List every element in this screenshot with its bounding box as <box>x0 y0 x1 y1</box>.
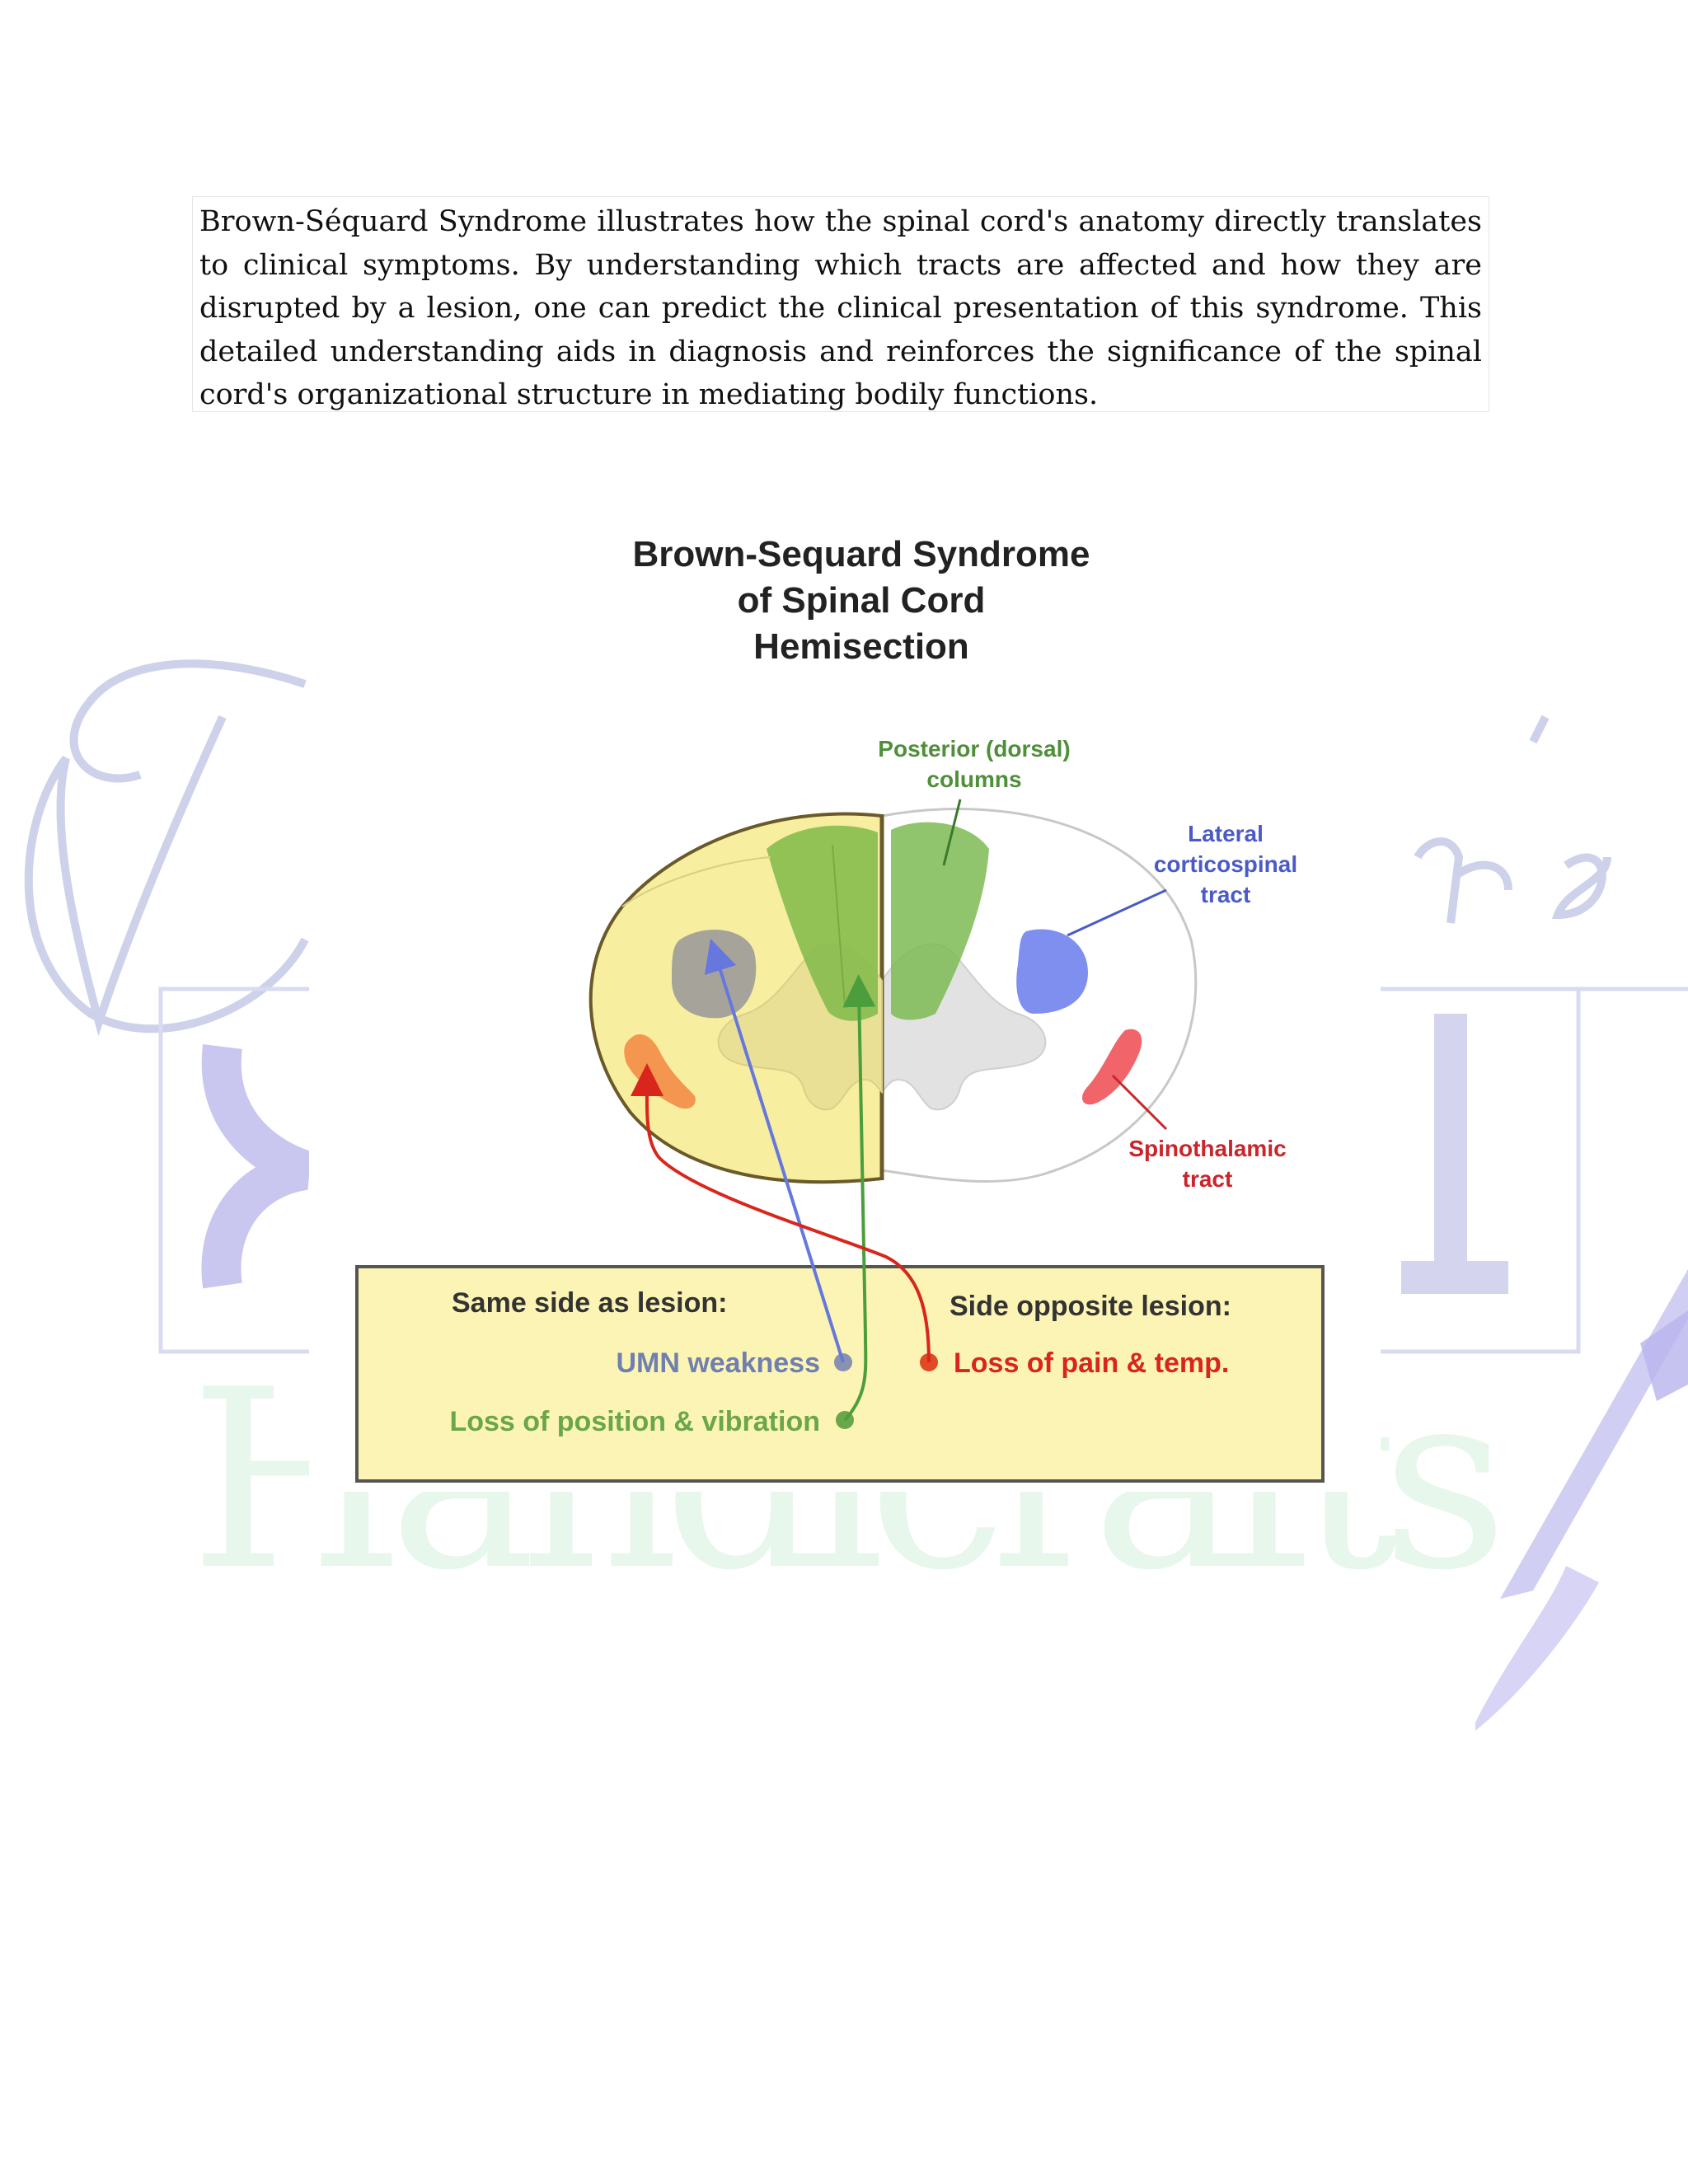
opposite-side-heading: Side opposite lesion: <box>950 1291 1231 1322</box>
spinothalamic-tract <box>1082 1029 1142 1105</box>
position-arrow <box>842 974 876 1422</box>
same-side-heading: Same side as lesion: <box>452 1287 728 1319</box>
lateral-corticospinal-tract <box>1016 929 1088 1014</box>
figure-title-line-2: of Spinal Cord <box>738 580 986 621</box>
position-vibration-label: Loss of position & vibration <box>449 1406 820 1437</box>
body-paragraph: Brown-Séquard Syndrome illustrates how t… <box>192 196 1489 412</box>
lateral-label-1: Lateral <box>1188 821 1264 846</box>
spinothalamic-label-1: Spinothalamic <box>1128 1136 1286 1161</box>
legend-box <box>355 1265 1325 1483</box>
corticospinal-left <box>672 930 757 1019</box>
figure-title-line-1: Brown-Sequard Syndrome <box>633 534 1090 574</box>
posterior-columns-label-1: Posterior (dorsal) <box>878 736 1070 762</box>
dorsal-column-left <box>767 825 878 1021</box>
spinothalamic-label-2: tract <box>1183 1166 1233 1192</box>
umn-weakness-label: UMN weakness <box>616 1347 820 1379</box>
pain-arrow <box>630 1063 931 1363</box>
spinal-cord-diagram: Brown-Sequard Syndrome of Spinal Cord He… <box>355 534 1325 1483</box>
dorsal-column-right <box>891 822 989 1020</box>
lateral-label-2: corticospinal <box>1154 851 1297 877</box>
umn-arrow <box>704 938 845 1363</box>
pain-temp-label: Loss of pain & temp. <box>954 1347 1229 1379</box>
posterior-columns-label-2: columns <box>926 766 1021 792</box>
figure-title-line-3: Hemisection <box>753 626 969 667</box>
brown-sequard-figure: Brown-Sequard Syndrome of Spinal Cord He… <box>309 519 1381 1492</box>
lateral-label-3: tract <box>1201 882 1251 907</box>
